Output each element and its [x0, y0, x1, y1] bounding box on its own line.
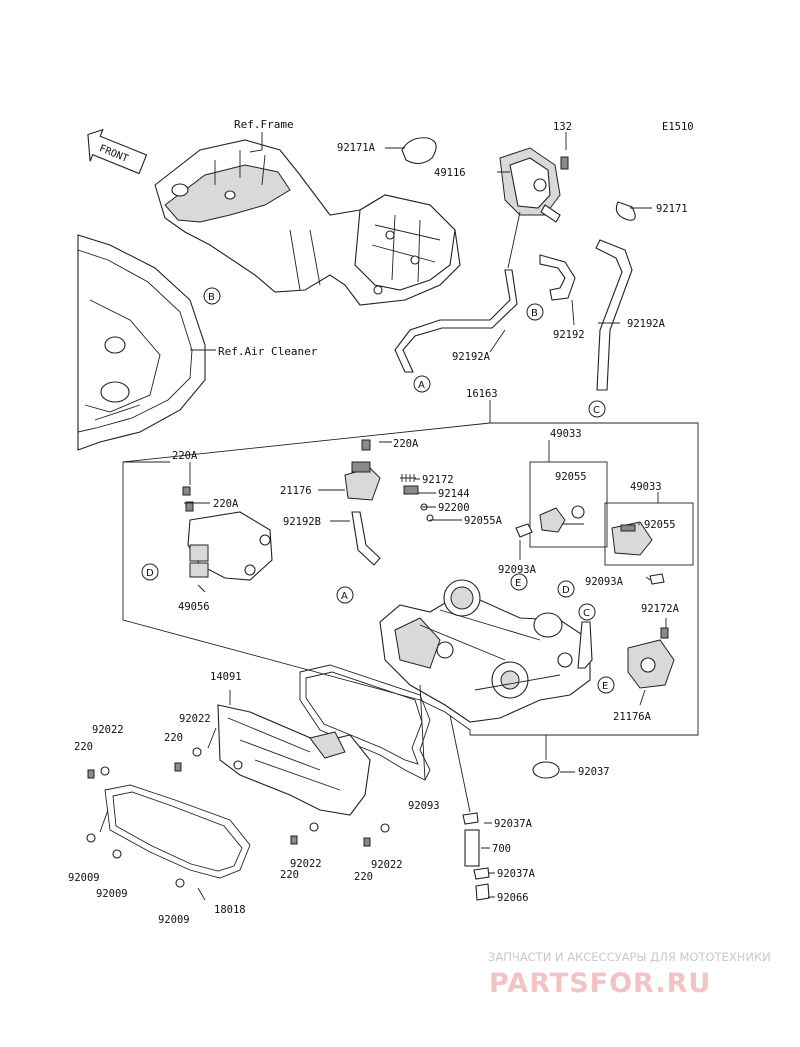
part-132: 132 [553, 121, 572, 133]
part-92172a: 92172A [641, 603, 680, 615]
callout-a-2: A [336, 586, 354, 604]
part-92055-1: 92055 [555, 471, 587, 483]
part-92200: 92200 [438, 502, 470, 514]
part-92009-1: 92009 [68, 872, 100, 884]
part-92022-2: 92022 [179, 713, 211, 725]
part-92171: 92171 [656, 203, 688, 215]
part-92192a-1: 92192A [627, 318, 666, 330]
part-92171a: 92171A [337, 142, 376, 154]
svg-text:E: E [602, 681, 608, 692]
svg-text:E: E [515, 578, 521, 589]
part-220-2: 220 [164, 732, 183, 744]
part-92037a-1: 92037A [494, 818, 533, 830]
part-92022-1: 92022 [92, 724, 124, 736]
part-220-4: 220 [354, 871, 373, 883]
svg-text:B: B [208, 292, 215, 303]
valve-49056-illustration [187, 511, 273, 581]
air-cleaner-illustration [77, 234, 206, 451]
part-21176: 21176 [280, 485, 312, 497]
part-92093a-2: 92093A [585, 576, 624, 588]
part-220a-1: 220A [393, 438, 419, 450]
svg-text:A: A [341, 591, 348, 602]
svg-text:A: A [418, 380, 425, 391]
watermark-tagline: ЗАПЧАСТИ И АКСЕССУАРЫ ДЛЯ МОТОТЕХНИКИ [488, 950, 771, 964]
frame-illustration [154, 139, 461, 306]
part-92022-4: 92022 [371, 859, 403, 871]
front-arrow-icon: FRONT [87, 128, 148, 175]
part-92192: 92192 [553, 329, 585, 341]
part-92022-3: 92022 [290, 858, 322, 870]
part-49033-2: 49033 [630, 481, 662, 493]
part-220a-3: 220A [213, 498, 239, 510]
part-220-1: 220 [74, 741, 93, 753]
solenoid-valve-illustration [499, 147, 569, 223]
callout-a-1: A [413, 375, 431, 393]
part-220-3: 220 [280, 869, 299, 881]
callout-c-2: C [578, 603, 596, 621]
part-92055-2: 92055 [644, 519, 676, 531]
ref-frame-label: Ref.Frame [234, 118, 294, 131]
part-92093: 92093 [408, 800, 440, 812]
ref-air-cleaner-label: Ref.Air Cleaner [218, 345, 318, 358]
callout-b-2: B [526, 303, 544, 321]
cover-14091-illustration [217, 704, 371, 816]
part-16163: 16163 [466, 388, 498, 400]
part-92093a-1: 92093A [498, 564, 537, 576]
part-92172: 92172 [422, 474, 454, 486]
diagram-code: E1510 [662, 121, 694, 133]
part-92037: 92037 [578, 766, 610, 778]
callout-d-2: D [557, 580, 575, 598]
callout-c-1: C [588, 400, 606, 418]
svg-text:D: D [562, 585, 570, 596]
part-92055a: 92055A [464, 515, 503, 527]
part-14091: 14091 [210, 671, 242, 683]
part-92192b: 92192B [283, 516, 321, 528]
svg-text:B: B [531, 308, 538, 319]
svg-text:D: D [146, 568, 154, 579]
callout-d-1: D [141, 563, 159, 581]
part-92009-2: 92009 [96, 888, 128, 900]
watermark-logo: PARTSFOR.RU [489, 968, 711, 999]
part-92009-3: 92009 [158, 914, 190, 926]
part-700: 700 [492, 843, 511, 855]
part-92037a-2: 92037A [497, 868, 536, 880]
part-92192a-2: 92192A [452, 351, 491, 363]
part-21176a: 21176A [613, 711, 652, 723]
part-49116: 49116 [434, 167, 466, 179]
callout-b-1: B [203, 287, 221, 305]
callout-e-1: E [510, 573, 528, 591]
part-49033-1: 49033 [550, 428, 582, 440]
part-220a-2: 220A [172, 450, 198, 462]
part-92066: 92066 [497, 892, 529, 904]
part-49056: 49056 [178, 601, 210, 613]
part-18018: 18018 [214, 904, 246, 916]
part-92144: 92144 [438, 488, 470, 500]
callout-e-2: E [597, 676, 615, 694]
svg-text:C: C [583, 608, 590, 619]
throttle-body-illustration [379, 579, 591, 723]
svg-text:C: C [593, 405, 600, 416]
